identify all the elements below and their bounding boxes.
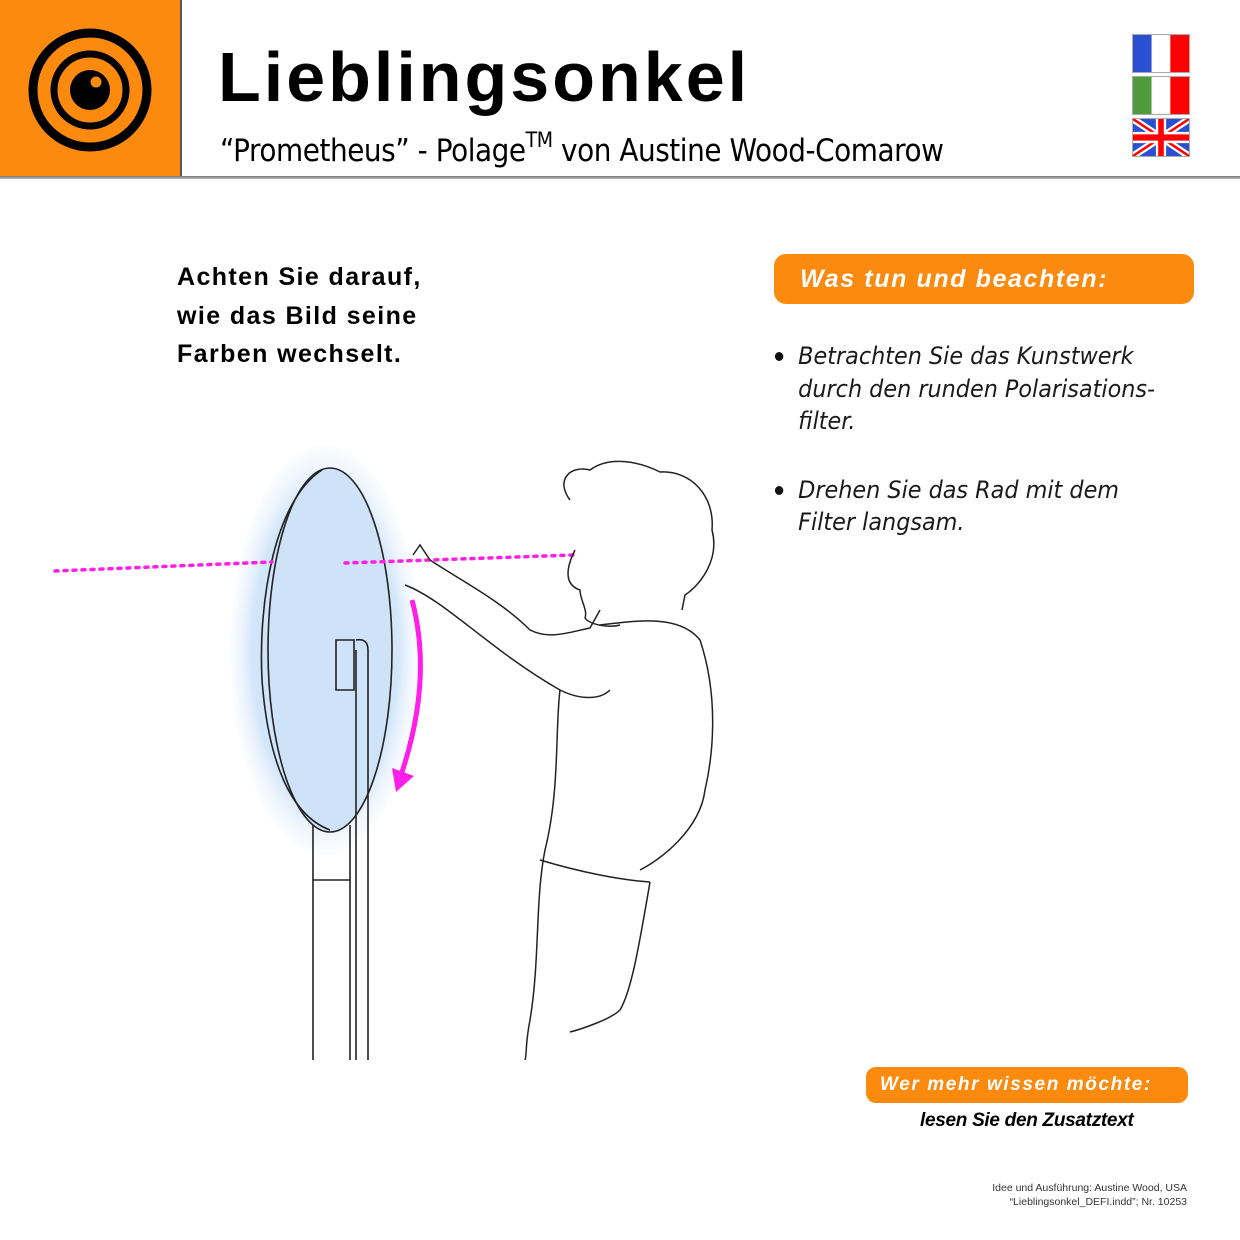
eye-target-icon: [28, 28, 152, 152]
instruction-step: Drehen Sie das Rad mit dem Filter langsa…: [774, 474, 1165, 539]
page-subtitle: “Prometheus” - PolageTM von Austine Wood…: [220, 130, 944, 167]
intro-text: Achten Sie darauf, wie das Bild seine Fa…: [177, 258, 422, 374]
more-info-text: lesen Sie den Zusatztext: [920, 1110, 1134, 1131]
sightline-right: [343, 553, 575, 565]
bullet-icon: [774, 352, 784, 361]
instruction-step: Betrachten Sie das Kunstwerk durch den r…: [774, 340, 1165, 438]
woman-figure: [404, 460, 715, 1061]
credits: Idee und Ausführung: Austine Wood, USA “…: [992, 1181, 1187, 1209]
intro-line: Achten Sie darauf,: [177, 263, 422, 291]
bullet-icon: [774, 485, 784, 495]
step-text: Drehen Sie das Rad mit dem Filter langsa…: [798, 475, 1120, 537]
intro-line: Farben wechselt.: [177, 340, 403, 368]
more-info-heading: Wer mehr wissen möchte:: [866, 1067, 1188, 1103]
flag-italy-icon[interactable]: [1133, 77, 1189, 114]
logo-block: [0, 0, 182, 176]
flag-uk-icon[interactable]: [1133, 119, 1189, 156]
flag-france-icon[interactable]: [1133, 35, 1189, 72]
language-selector: [1133, 35, 1189, 161]
step-text: Betrachten Sie das Kunstwerk durch den r…: [798, 342, 1156, 435]
credits-file: “Lieblingsonkel_DEFI.indd”; Nr. 10253: [1009, 1196, 1187, 1208]
sightline-left: [53, 560, 274, 573]
subtitle-artist: von Austine Wood-Comarow: [552, 133, 944, 169]
subtitle-artwork: “Prometheus” - Polage: [220, 133, 526, 169]
instruction-list: Betrachten Sie das Kunstwerk durch den r…: [774, 340, 1194, 575]
instructions-heading: Was tun und beachten:: [774, 254, 1194, 304]
page-title: Lieblingsonkel: [218, 38, 751, 116]
illustration: [53, 445, 715, 1061]
intro-line: wie das Bild seine: [177, 301, 418, 330]
credits-author: Idee und Ausführung: Austine Wood, USA: [992, 1182, 1187, 1194]
trademark-mark: TM: [525, 128, 553, 152]
header-divider: [0, 176, 1240, 179]
rotation-arrow-icon: [397, 599, 424, 779]
filter-wheel: [230, 445, 420, 1060]
